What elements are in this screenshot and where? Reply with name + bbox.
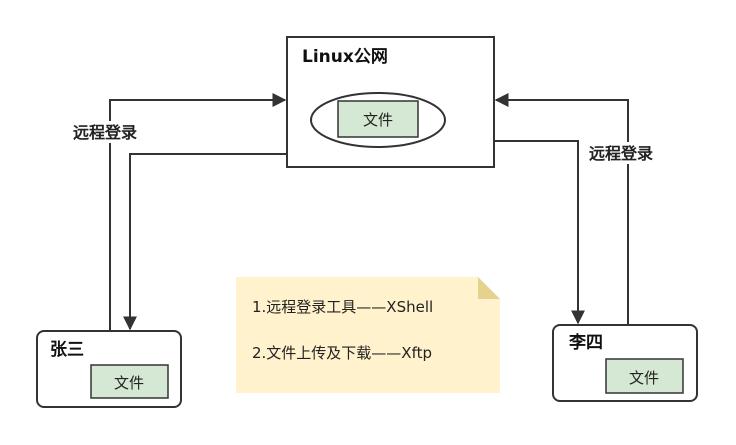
client-left-node: 张三 文件: [36, 330, 182, 408]
left-edge-label: 远程登录: [73, 123, 137, 142]
server-file-box: [337, 100, 419, 138]
client-left-file-label: 文件: [114, 374, 144, 392]
server-file-label: 文件: [363, 111, 393, 129]
right-label-bg: [586, 142, 670, 164]
note-body: [236, 277, 500, 393]
left-label-bg: [70, 121, 154, 143]
client-right-node: 李四 文件: [552, 324, 698, 402]
note: 1.远程登录工具——XShell 2.文件上传及下载——Xftp: [236, 277, 500, 393]
client-right-file-label: 文件: [629, 369, 659, 387]
note-line-2: 2.文件上传及下载——Xftp: [252, 344, 432, 362]
server-node: Linux公网 文件: [286, 36, 495, 168]
left-upload-arrow: [109, 93, 287, 331]
note-line-1: 1.远程登录工具——XShell: [252, 298, 433, 316]
client-left-file-box: [90, 364, 169, 399]
right-edge-label: 远程登录: [589, 144, 653, 163]
right-upload-arrow: [494, 93, 629, 325]
client-left-title: 张三: [50, 340, 84, 360]
client-right-title: 李四: [569, 332, 603, 353]
left-download-arrow: [123, 153, 287, 331]
note-fold: [478, 277, 500, 299]
server-title: Linux公网: [302, 47, 388, 67]
right-download-arrow: [494, 140, 585, 325]
client-right-file-box: [605, 358, 684, 394]
